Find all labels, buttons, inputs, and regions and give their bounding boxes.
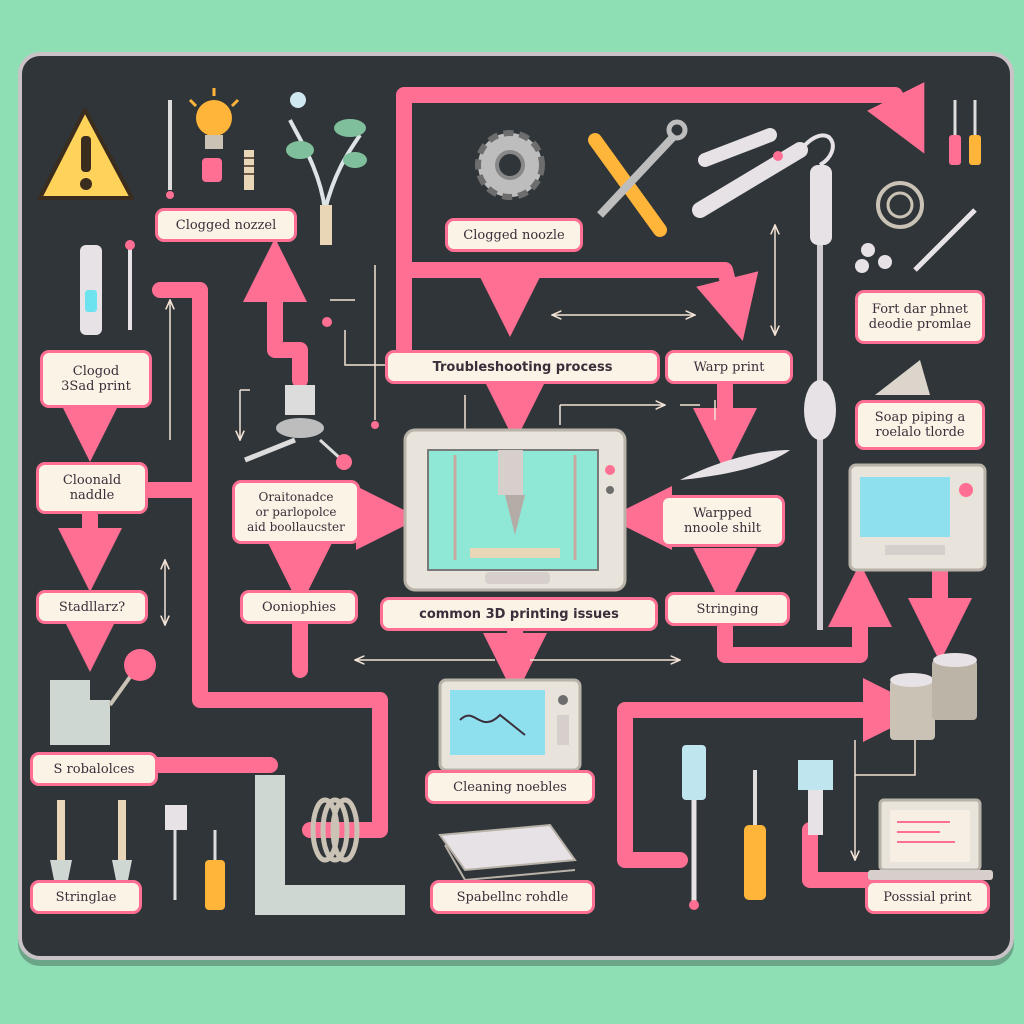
thin-arrows <box>165 225 916 860</box>
valve-icon <box>244 317 379 470</box>
pipe-top-loop <box>396 82 925 358</box>
label-stringing[interactable]: Stringing <box>665 592 790 626</box>
fan-icon <box>875 360 930 395</box>
label-soap-piping[interactable]: Soap piping a roelalo tlorde <box>855 400 985 450</box>
probe-icon <box>166 100 174 199</box>
screwdrivers-top-right <box>949 100 981 165</box>
label-positional-print[interactable]: Posssial print <box>865 880 990 914</box>
blade-icon <box>680 450 790 480</box>
pin-icon <box>125 240 135 330</box>
warning-icon <box>38 108 134 200</box>
label-troubleshooting-process[interactable]: Troubleshooting process <box>385 350 660 384</box>
label-common-3d-printing-issues[interactable]: common 3D printing issues <box>380 597 658 631</box>
label-stringlae[interactable]: Stringlae <box>30 880 142 914</box>
label-clogged-nozzle-left[interactable]: Cloonald naddle <box>36 462 148 514</box>
label-clogged-nozzel[interactable]: Clogged nozzel <box>155 208 297 242</box>
lever-icon <box>50 649 156 745</box>
label-ooniophies[interactable]: Ooniophies <box>240 590 358 624</box>
label-warp-print[interactable]: Warp print <box>665 350 793 384</box>
laptop-icon <box>868 798 993 880</box>
lightbulb-icon <box>188 88 240 182</box>
printer-icon <box>403 428 627 592</box>
wrench-icon <box>588 119 688 237</box>
plant-icon <box>286 92 367 245</box>
label-spatula-nozzle[interactable]: Spabellnc rohdle <box>430 880 595 914</box>
label-clogged-noozle[interactable]: Clogged noozle <box>445 218 583 252</box>
label-oraitonadce[interactable]: Oraitonadce or parlopolce aid boollaucst… <box>232 480 360 544</box>
label-warpped-nozzle[interactable]: Warpped nnoole shilt <box>660 495 785 547</box>
pipe-bottom-right-loop <box>617 678 927 868</box>
pipe-top-down-right <box>502 262 759 342</box>
pipe-left-loop <box>152 282 388 838</box>
screw-icon <box>244 150 254 190</box>
screen-device-icon <box>438 678 582 772</box>
label-s-robalolces[interactable]: S robalolces <box>30 752 158 786</box>
marker-icon <box>80 245 102 335</box>
hotend-icon <box>803 133 836 630</box>
label-fort-dar[interactable]: Fort dar phnet deodie promlae <box>855 290 985 344</box>
gear-icon <box>475 130 545 200</box>
pipe-right-loop <box>717 563 892 663</box>
paper-stack-icon <box>438 823 577 882</box>
pipe-valve <box>267 292 308 388</box>
spatula-icon <box>682 745 706 910</box>
scraper-icon <box>798 760 833 835</box>
monitor-icon <box>848 463 987 572</box>
pipe-laptop <box>802 822 878 888</box>
pen-tool-icon <box>692 128 808 218</box>
pipe-network <box>58 82 972 888</box>
clamp-icons <box>50 800 225 910</box>
pipe-top-down-left <box>396 242 542 337</box>
label-stadllarz[interactable]: Stadllarz? <box>36 590 148 624</box>
label-cleaning-nozzles[interactable]: Cleaning noebles <box>425 770 595 804</box>
filament-spool-icon <box>855 181 977 273</box>
spools-icon <box>890 653 977 740</box>
label-clogged-print[interactable]: Clogod 3Sad print <box>40 350 152 408</box>
screwdriver-icon <box>744 770 766 900</box>
bracket-icon <box>255 775 405 915</box>
